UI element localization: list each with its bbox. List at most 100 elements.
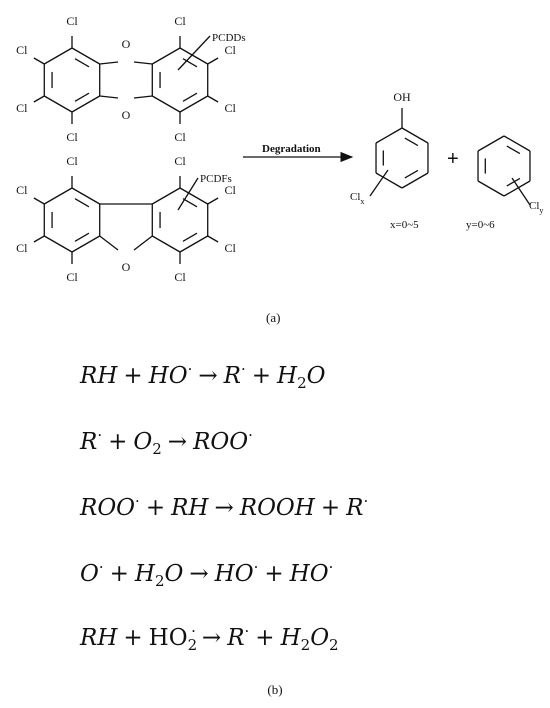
ring-bond xyxy=(179,187,209,205)
ether-bond xyxy=(133,235,153,251)
species: H2 xyxy=(134,561,165,590)
ether-bond xyxy=(133,61,153,65)
species: R· xyxy=(346,492,369,521)
cl-bond xyxy=(207,95,219,103)
double-bond xyxy=(74,232,90,242)
ring-bond xyxy=(179,95,209,113)
reaction-equation: RH+HO2·→R·+H2O2 xyxy=(80,622,339,654)
clx-label: Clx xyxy=(350,191,364,206)
double-bond xyxy=(506,177,521,187)
ring-bond xyxy=(401,127,429,144)
species: O xyxy=(164,561,184,587)
ring-bond xyxy=(151,187,181,205)
ring-bond xyxy=(179,235,209,253)
degradation-label: Degradation xyxy=(262,143,321,155)
species: HO· xyxy=(214,558,259,587)
reaction-equation: RH+HO·→R·+H2O xyxy=(80,360,326,392)
ring-bond xyxy=(477,135,505,152)
cl-6: Cl xyxy=(174,14,186,28)
cl-7: Cl xyxy=(225,43,237,57)
operator: + xyxy=(109,561,129,587)
y-range-label: y=0~6 xyxy=(466,219,495,231)
plus-sign: + xyxy=(447,148,459,170)
clx-pointer xyxy=(369,169,389,197)
species: ROOH xyxy=(239,495,315,521)
x-range-label: x=0~5 xyxy=(390,219,419,231)
species: RH xyxy=(80,363,118,389)
operator: → xyxy=(189,561,209,587)
species: R· xyxy=(227,622,250,651)
double-bond xyxy=(74,198,90,208)
cl-bond xyxy=(33,197,45,205)
ether-bond xyxy=(99,95,119,99)
ether-bond xyxy=(133,95,153,99)
ring-bond xyxy=(401,172,429,189)
cl-bond xyxy=(33,235,45,243)
operator: → xyxy=(167,429,188,455)
species: HO2· xyxy=(148,622,198,654)
operator: + xyxy=(320,495,341,521)
double-bond xyxy=(182,232,198,242)
ring-bond xyxy=(503,135,531,152)
ring-bond xyxy=(151,95,181,113)
double-bond xyxy=(74,58,90,68)
ring-bond xyxy=(503,180,531,197)
ring-bond xyxy=(43,95,73,113)
operator: + xyxy=(264,561,284,587)
species: O· xyxy=(80,558,104,587)
cl-f9: Cl xyxy=(174,270,186,284)
cl-3: Cl xyxy=(16,101,28,115)
double-bond xyxy=(404,169,419,179)
ring-bond xyxy=(375,172,403,189)
ring-bond xyxy=(43,235,73,253)
ether-bond xyxy=(99,235,119,251)
operator: → xyxy=(201,625,222,651)
cl-bond xyxy=(33,57,45,65)
cl-bond xyxy=(207,235,219,243)
double-bond xyxy=(182,58,198,68)
operator: + xyxy=(108,429,128,455)
cl-9: Cl xyxy=(174,130,186,144)
molecule-bonds xyxy=(33,35,531,264)
cl-bond xyxy=(33,95,45,103)
operator: + xyxy=(251,363,272,389)
cl-f4: Cl xyxy=(66,270,78,284)
cly-pointer xyxy=(511,177,531,206)
cly-label: Cly xyxy=(529,200,543,215)
species: R· xyxy=(223,360,246,389)
species: O2 xyxy=(133,429,162,458)
reaction-equation: O·+H2O→HO·+HO· xyxy=(80,558,333,590)
operator: + xyxy=(123,625,143,651)
ring-bond xyxy=(375,127,403,144)
ring-bond xyxy=(151,47,181,65)
operator: → xyxy=(198,363,218,389)
species: R· xyxy=(80,426,103,455)
double-bond xyxy=(404,137,419,147)
cl-bond xyxy=(207,57,219,65)
ether-bond xyxy=(99,61,119,65)
species: HO· xyxy=(289,558,334,587)
double-bond xyxy=(182,198,198,208)
species: H2 xyxy=(277,363,307,392)
pcdfs-label: PCDFs xyxy=(200,173,232,185)
cl-8: Cl xyxy=(225,101,237,115)
operator: → xyxy=(214,495,234,521)
cl-f1: Cl xyxy=(66,154,78,168)
ring-bond xyxy=(151,235,181,253)
caption-a: (a) xyxy=(266,310,280,325)
cl-f7: Cl xyxy=(225,183,237,197)
species: RH xyxy=(171,495,209,521)
pcdds-label: PCDDs xyxy=(212,32,246,44)
ring-bond xyxy=(71,47,101,65)
operator: + xyxy=(255,625,275,651)
ring-bond xyxy=(71,95,101,113)
oxygen-label: O xyxy=(122,37,131,51)
cl-f6: Cl xyxy=(174,154,186,168)
pcdds-pointer xyxy=(177,35,211,71)
cl-bond xyxy=(207,197,219,205)
ring-bond xyxy=(179,47,209,65)
ring-bond xyxy=(477,180,505,197)
operator: + xyxy=(123,363,143,389)
